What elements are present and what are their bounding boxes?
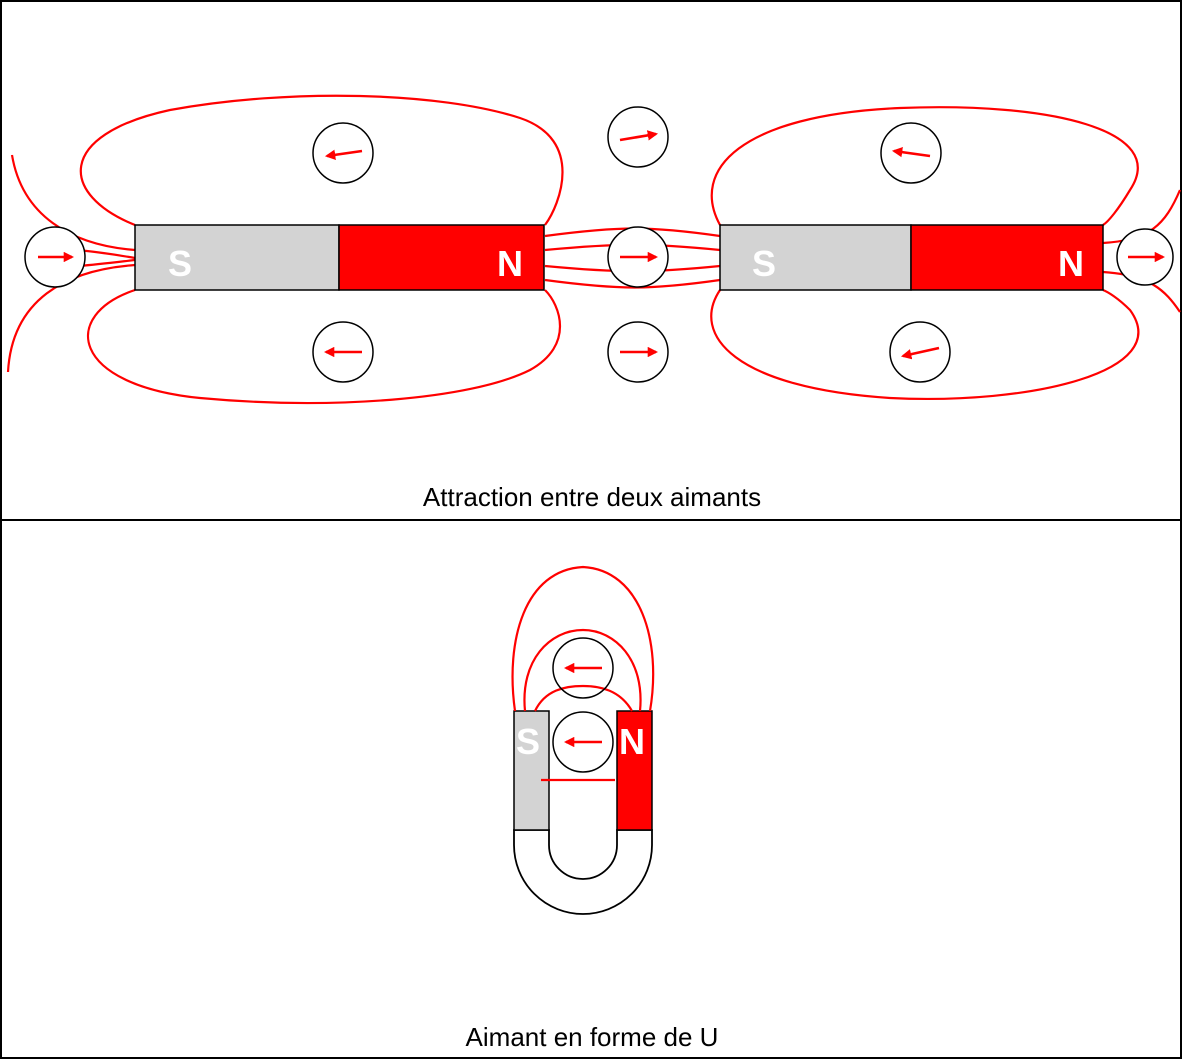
- field-lines-left-magnet: [6, 94, 564, 405]
- top-caption: Attraction entre deux aimants: [423, 482, 761, 512]
- south-pole: [134, 224, 340, 291]
- north-pole: [338, 224, 545, 291]
- field-line: [79, 94, 564, 227]
- north-pole: [910, 224, 1104, 291]
- compass-icon: [607, 226, 669, 288]
- south-pole-label: S: [168, 243, 192, 284]
- field-line: [534, 684, 633, 712]
- north-pole-label: N: [1058, 243, 1084, 284]
- compass-icon: [552, 637, 614, 699]
- top-panel: S N S N Attraction entre deux aimants: [6, 94, 1182, 512]
- compass-icon: [312, 321, 374, 383]
- compass-icon: [552, 711, 614, 773]
- compass-icon: [312, 122, 374, 184]
- south-pole-label: S: [516, 721, 540, 762]
- field-line: [10, 154, 136, 252]
- bar-magnet-right: S N: [719, 224, 1104, 291]
- field-line: [523, 628, 642, 712]
- u-magnet: S N: [513, 710, 653, 915]
- north-pole-label: N: [497, 243, 523, 284]
- field-line: [710, 288, 1140, 401]
- field-line: [6, 263, 136, 373]
- field-line: [511, 565, 655, 712]
- field-lines-right-magnet: [710, 106, 1182, 401]
- south-pole: [513, 710, 550, 831]
- bottom-panel: S N Aimant en forme de U: [466, 565, 719, 1052]
- north-pole-label: N: [619, 721, 645, 762]
- compass-icon: [607, 106, 669, 168]
- compass-icon: [24, 226, 86, 288]
- field-line: [710, 106, 1139, 226]
- field-line: [86, 288, 561, 405]
- compass-icon: [880, 122, 942, 184]
- north-pole: [616, 710, 653, 831]
- compass-icon: [607, 321, 669, 383]
- south-pole: [719, 224, 912, 291]
- field-line: [1102, 270, 1181, 313]
- field-line: [1102, 189, 1182, 245]
- south-pole-label: S: [752, 243, 776, 284]
- bar-magnet-left: S N: [134, 224, 545, 291]
- compass-icon: [1116, 228, 1174, 286]
- bottom-caption: Aimant en forme de U: [466, 1022, 719, 1052]
- u-magnet-bend: [513, 829, 653, 915]
- compass-icon: [889, 321, 951, 383]
- field-lines-u-magnet: [511, 565, 655, 782]
